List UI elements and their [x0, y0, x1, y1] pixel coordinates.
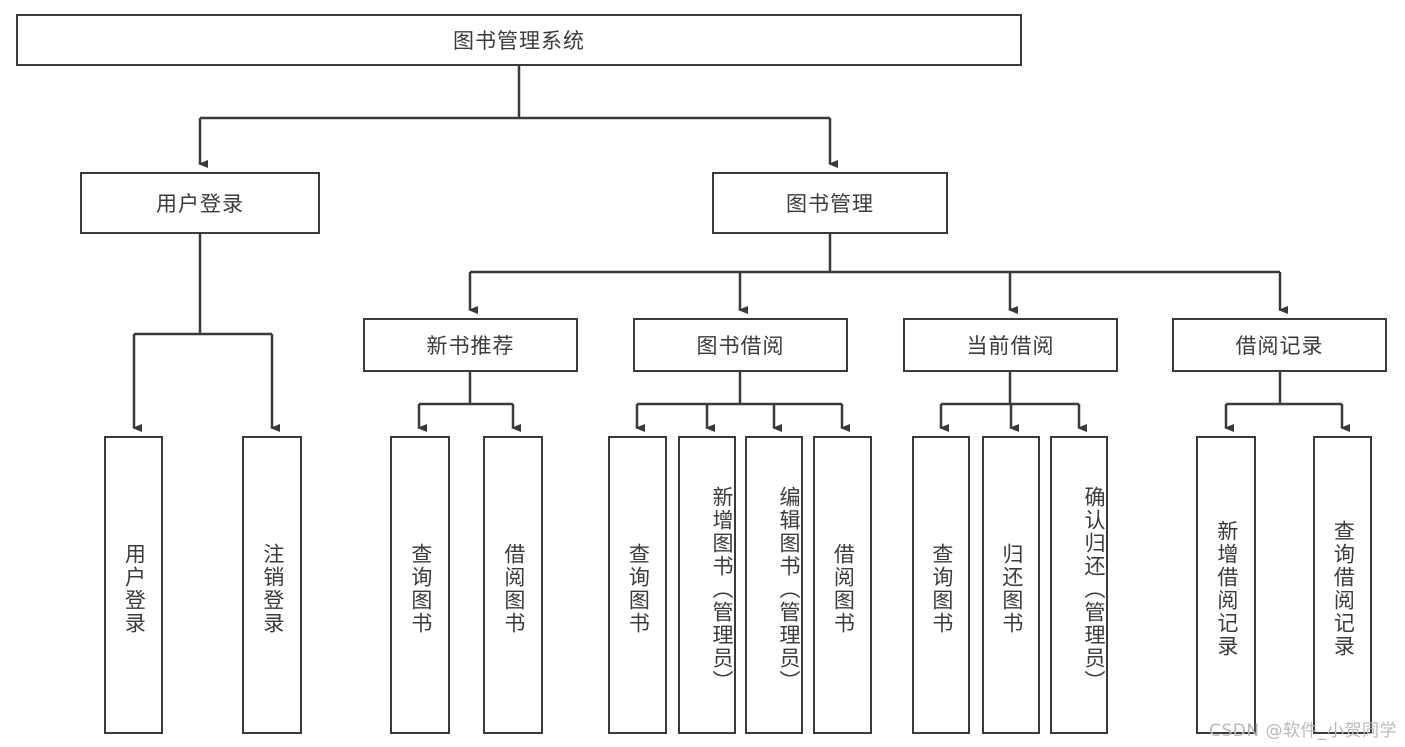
leaf-label: 查询图书 [626, 543, 651, 635]
node-new-book-recommend-label: 新书推荐 [426, 334, 515, 358]
leaf-label: 注销登录 [260, 543, 285, 635]
node-book-manage-label: 图书管理 [786, 192, 874, 216]
node-leaf-confirm-return[interactable]: 确认归还（管理员） [1050, 436, 1108, 734]
node-new-book-recommend[interactable]: 新书推荐 [363, 318, 578, 372]
node-leaf-add-record[interactable]: 新增借阅记录 [1196, 436, 1256, 734]
node-current-borrow[interactable]: 当前借阅 [903, 318, 1118, 372]
node-leaf-user-login[interactable]: 用户登录 [104, 436, 163, 734]
node-leaf-add-book[interactable]: 新增图书（管理员） [678, 436, 736, 734]
leaf-label: 查询图书 [929, 543, 954, 635]
leaf-label: 新增借阅记录 [1214, 520, 1239, 658]
leaf-label: 查询借阅记录 [1331, 520, 1356, 658]
node-root[interactable]: 图书管理系统 [16, 14, 1022, 66]
node-leaf-query-book-2[interactable]: 查询图书 [608, 436, 667, 734]
leaf-label: 查询图书 [408, 543, 433, 635]
leaf-label: 用户登录 [122, 543, 147, 635]
leaf-label: 新增图书（管理员） [710, 485, 734, 693]
node-leaf-borrow-book-1[interactable]: 借阅图书 [483, 436, 543, 734]
leaf-label: 确认归还（管理员） [1082, 485, 1106, 693]
node-leaf-query-book-1[interactable]: 查询图书 [390, 436, 450, 734]
node-leaf-query-book-3[interactable]: 查询图书 [912, 436, 970, 734]
leaf-label: 借阅图书 [831, 543, 856, 635]
node-book-borrow[interactable]: 图书借阅 [633, 318, 848, 372]
leaf-label: 归还图书 [999, 543, 1024, 635]
node-leaf-edit-book[interactable]: 编辑图书（管理员） [745, 436, 803, 734]
node-leaf-borrow-book-2[interactable]: 借阅图书 [813, 436, 872, 734]
node-borrow-record[interactable]: 借阅记录 [1172, 318, 1387, 372]
node-book-manage[interactable]: 图书管理 [712, 172, 948, 234]
node-user-login-label: 用户登录 [156, 192, 244, 216]
leaf-label: 编辑图书（管理员） [777, 485, 801, 693]
node-leaf-query-record[interactable]: 查询借阅记录 [1313, 436, 1372, 734]
leaf-label: 借阅图书 [501, 543, 526, 635]
node-user-login[interactable]: 用户登录 [80, 172, 320, 234]
node-current-borrow-label: 当前借阅 [966, 334, 1055, 358]
node-leaf-return-book[interactable]: 归还图书 [982, 436, 1040, 734]
node-book-borrow-label: 图书借阅 [696, 334, 785, 358]
watermark: CSDN @软件_小贺同学 [1209, 721, 1397, 741]
node-leaf-user-logout[interactable]: 注销登录 [242, 436, 302, 734]
node-borrow-record-label: 借阅记录 [1235, 334, 1324, 358]
node-root-label: 图书管理系统 [453, 29, 585, 53]
